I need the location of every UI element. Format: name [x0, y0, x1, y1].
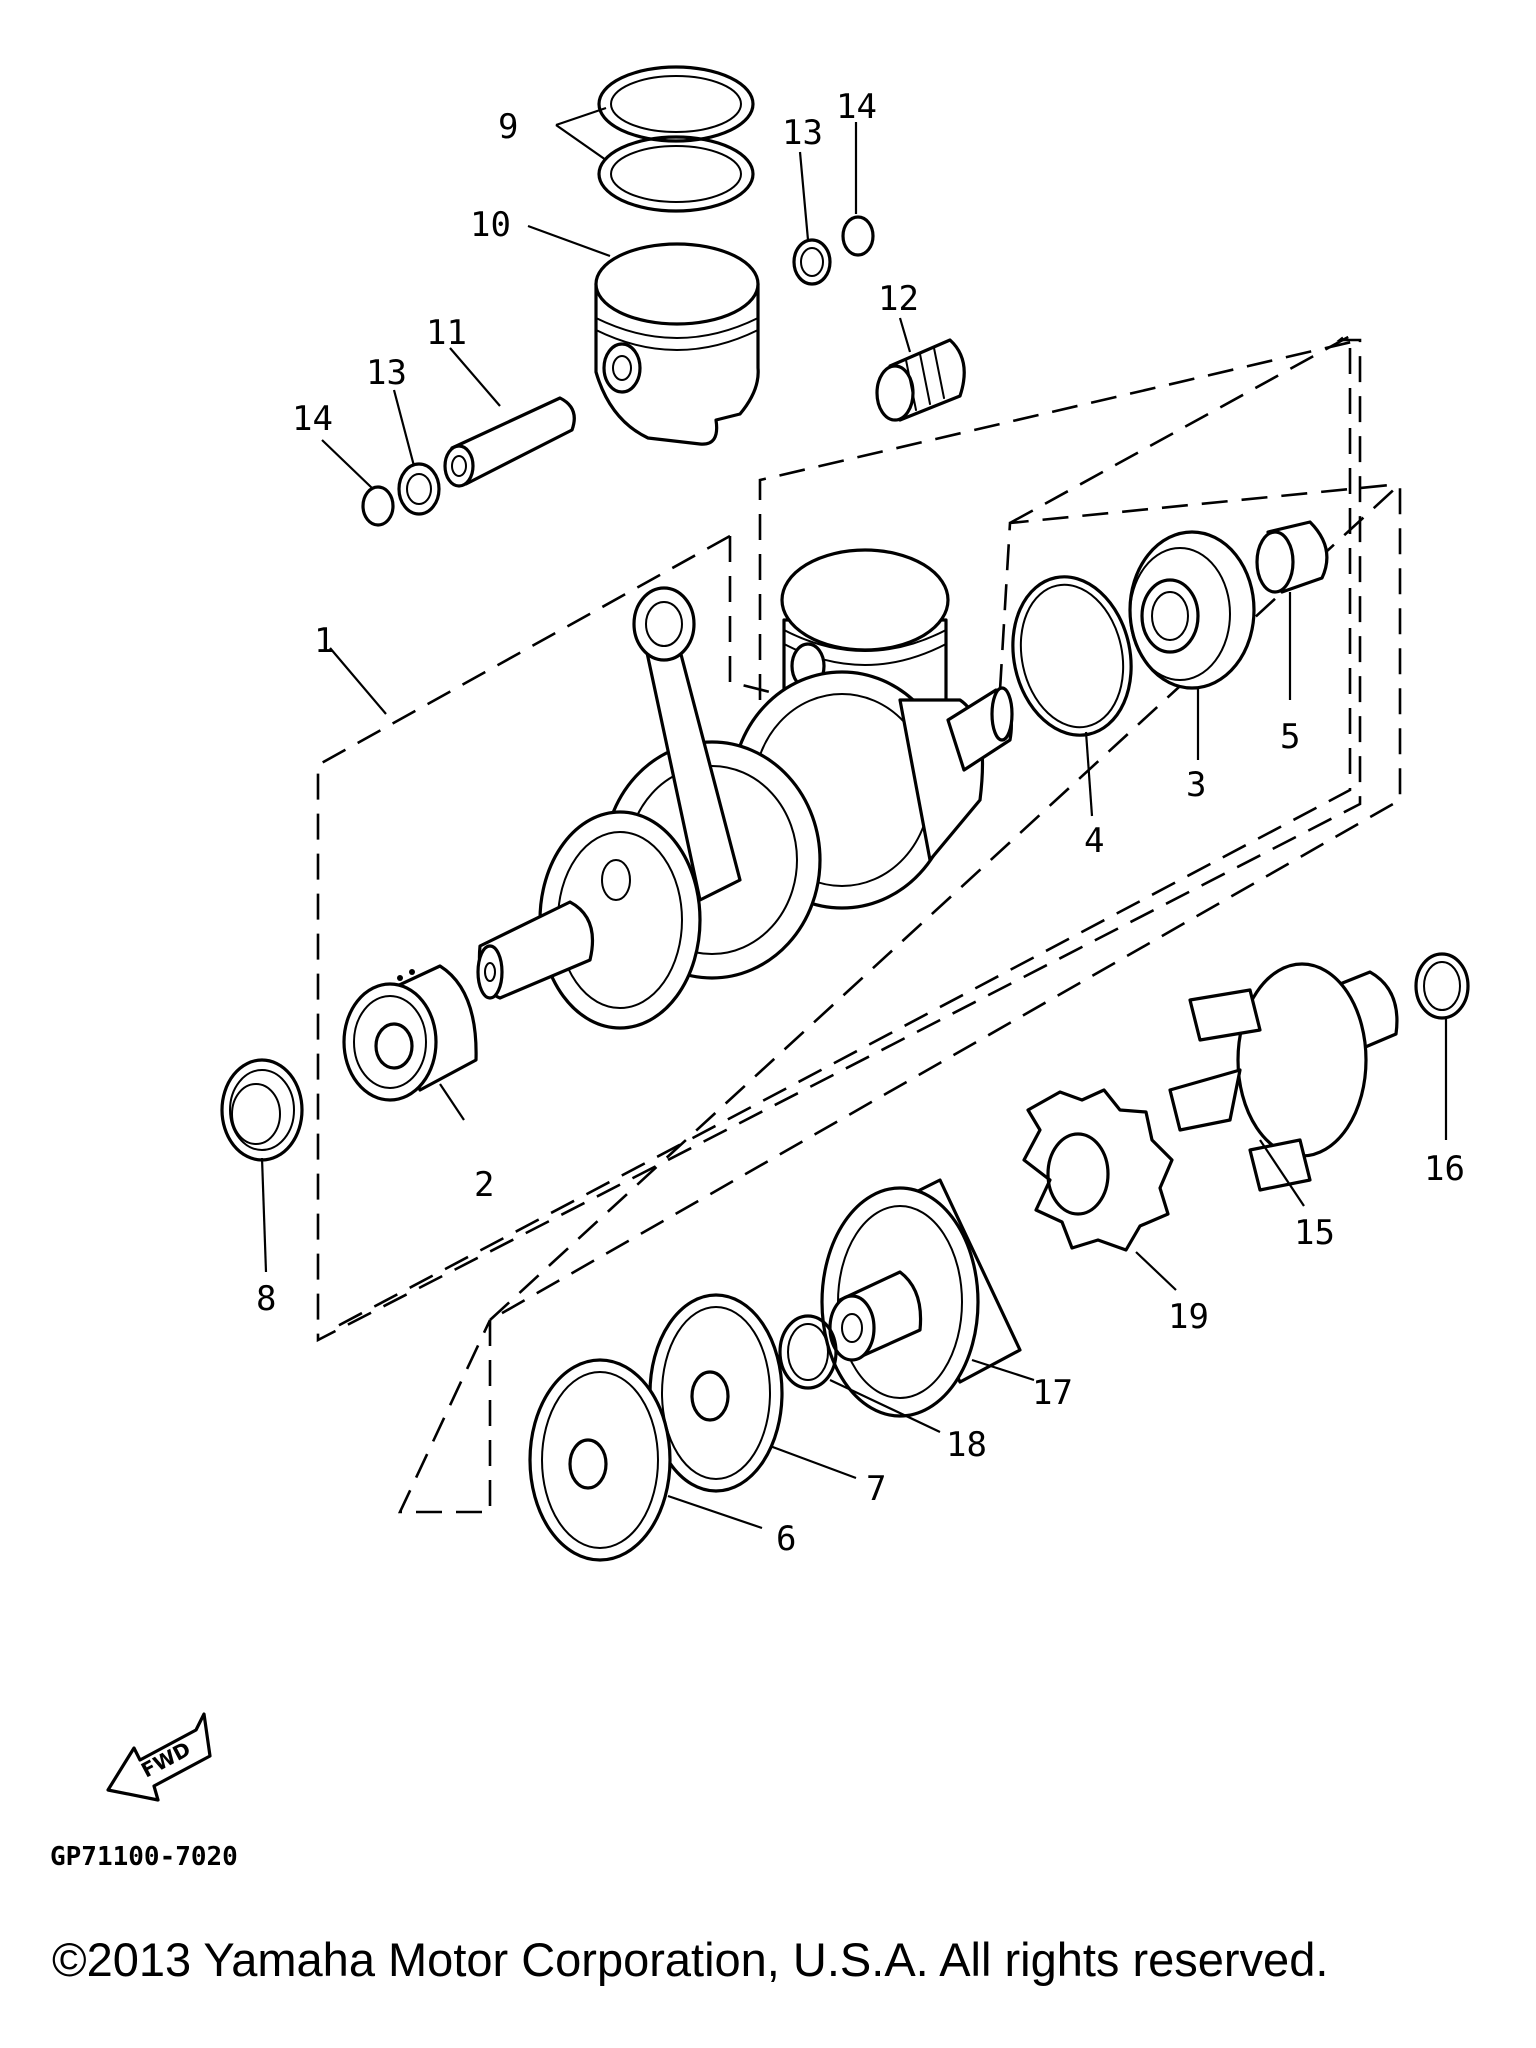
circlips-upper — [792, 215, 875, 286]
plate-6 — [528, 1358, 672, 1562]
copyright-notice: ©2013 Yamaha Motor Corporation, U.S.A. A… — [52, 1933, 1328, 1986]
callout-8: 8 — [256, 1279, 276, 1319]
plate-7 — [648, 1293, 784, 1493]
callout-17: 15 — [1294, 1213, 1335, 1253]
callout-10: 10 — [470, 205, 511, 245]
callout-3: 3 — [1186, 765, 1206, 805]
callout-6: 6 — [776, 1519, 796, 1559]
damper-19 — [1022, 1088, 1174, 1252]
needle-bearing — [875, 338, 966, 422]
coupling-17 — [1168, 962, 1399, 1192]
drawing-code: GP71100-7020 — [50, 1842, 238, 1872]
callout-2: 2 — [474, 1165, 494, 1205]
snap-ring-4 — [1011, 575, 1133, 737]
callout-16: 18 — [946, 1425, 987, 1465]
collar-5 — [1255, 520, 1329, 594]
callout-15: 17 — [1032, 1373, 1073, 1413]
coupling-15 — [820, 1178, 1022, 1418]
callout-19: 19 — [1168, 1297, 1209, 1337]
callout-13-upper: 13 — [782, 113, 823, 153]
crankshaft-assembly — [476, 548, 1014, 1030]
callout-12: 12 — [878, 279, 919, 319]
o-ring-16 — [778, 1314, 838, 1390]
assembly-boundaries — [316, 330, 1402, 1514]
callout-1: 1 — [314, 621, 334, 661]
callout-11: 11 — [426, 313, 467, 353]
callout-4: 4 — [1084, 821, 1104, 861]
callout-14-upper: 14 — [836, 87, 877, 127]
piston — [594, 242, 760, 446]
circlips-lower — [361, 462, 441, 527]
leader-lines — [260, 106, 1448, 1530]
piston-pin — [443, 396, 576, 488]
callout-13-lower: 13 — [366, 353, 407, 393]
piston-rings — [597, 65, 755, 213]
callout-14-lower: 14 — [292, 399, 333, 439]
part-callouts: 9 10 13 14 12 11 13 14 1 3 4 5 2 8 16 15… — [256, 87, 1465, 1559]
collar-18 — [1414, 952, 1470, 1020]
callout-7: 7 — [866, 1469, 886, 1509]
callout-5: 5 — [1280, 717, 1300, 757]
bearing-2 — [342, 964, 478, 1102]
oil-seal-8 — [220, 1058, 304, 1162]
callout-9: 9 — [498, 107, 518, 147]
fwd-arrow-icon: FWD — [106, 1712, 212, 1802]
callout-18: 16 — [1424, 1149, 1465, 1189]
bearing-3 — [1128, 530, 1256, 690]
